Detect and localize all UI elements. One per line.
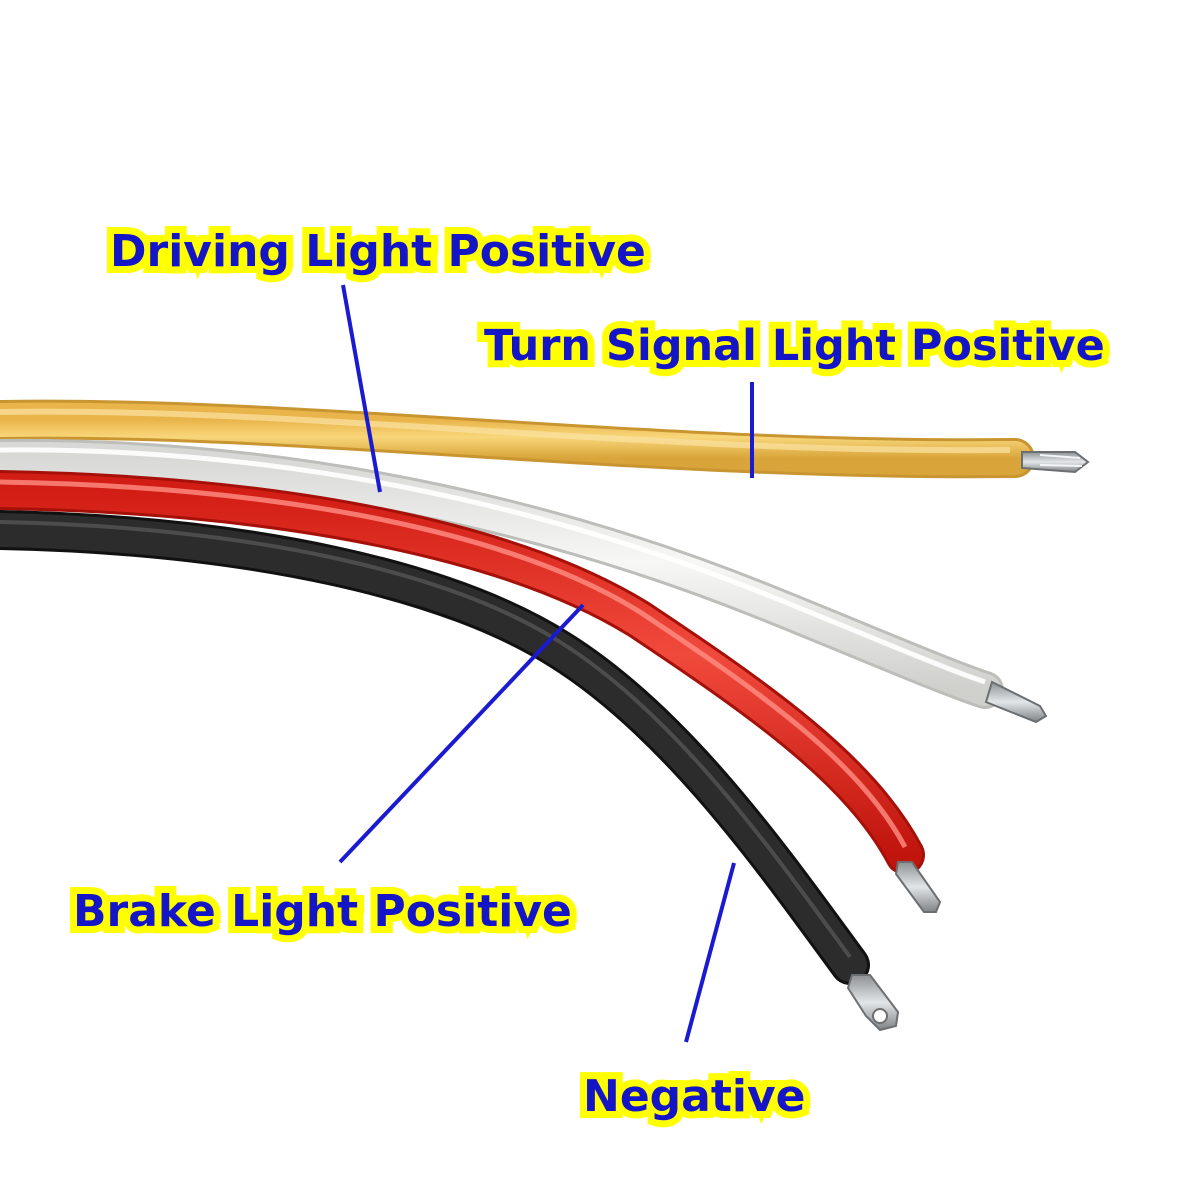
leader-brake	[338, 603, 585, 864]
conductor-yellow	[1021, 451, 1090, 474]
driving-light-positive-label: Driving Light Positive	[110, 226, 646, 277]
leader-negative	[684, 862, 736, 1043]
driving-label-outline: Driving Light Positive	[103, 223, 653, 281]
wire-red	[0, 470, 942, 913]
leader-driving	[341, 284, 382, 493]
wire-yellow	[0, 399, 1090, 479]
conductor-black	[846, 974, 900, 1032]
brake-light-positive-label: Brake Light Positive	[73, 886, 572, 937]
turn-signal-light-positive-label: Turn Signal Light Positive	[484, 321, 1105, 371]
negative-label: Negative	[583, 1071, 806, 1122]
turn-label-outline: Turn Signal Light Positive	[477, 318, 1112, 375]
conductor-white	[984, 680, 1048, 724]
brake-label-outline: Brake Light Positive	[66, 883, 579, 941]
negative-label-outline: Negative	[576, 1068, 812, 1126]
leader-lines	[338, 284, 754, 1043]
conductor-red	[894, 861, 942, 913]
wire-white	[0, 438, 1048, 724]
